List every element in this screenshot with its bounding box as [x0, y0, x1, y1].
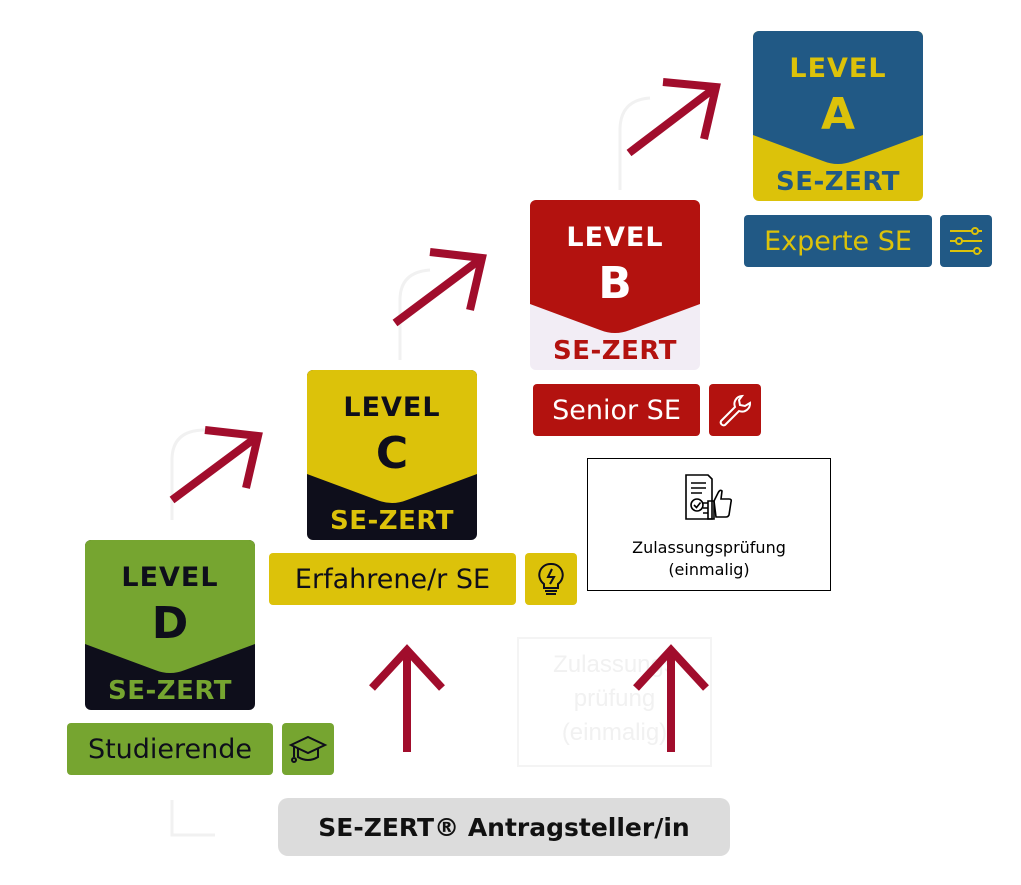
ghost-admission-box: [517, 637, 712, 767]
admission-exam-note: (einmalig): [668, 560, 750, 579]
ghost-arrow-2: [170, 428, 206, 520]
level-b-cert: SE-ZERT: [553, 336, 677, 366]
level-b-shield: [530, 200, 700, 333]
applicant-label-text: SE-ZERT® Antragsteller/in: [318, 812, 690, 842]
role-label-studierende: Studierende: [67, 723, 273, 775]
level-a-shield: [753, 31, 923, 164]
level-c-badge: LEVEL C SE-ZERT: [307, 370, 477, 540]
sliders-icon: [940, 215, 992, 267]
role-label-experte: Experte SE: [744, 215, 932, 267]
arrow-up-right: [633, 644, 709, 752]
arrow-d-to-c: [169, 426, 263, 504]
arrow-b-to-a: [626, 78, 721, 157]
arrow-c-to-b: [392, 248, 487, 327]
role-label-studierende-text: Studierende: [87, 733, 253, 765]
level-a-label: LEVEL: [789, 53, 887, 84]
level-d-cert: SE-ZERT: [108, 676, 232, 706]
level-b-badge: LEVEL B SE-ZERT: [530, 200, 700, 370]
role-label-senior: Senior SE: [533, 384, 700, 436]
level-c-label: LEVEL: [343, 392, 441, 423]
role-label-senior-text: Senior SE: [552, 394, 681, 426]
admission-exam-box: Zulassungsprüfung (einmalig): [587, 458, 831, 591]
lightbulb-icon: [525, 553, 577, 605]
role-label-erfahrene: Erfahrene/r SE: [269, 553, 516, 605]
level-a-cert: SE-ZERT: [776, 167, 900, 197]
level-c-cert: SE-ZERT: [330, 506, 454, 536]
role-label-experte-text: Experte SE: [764, 225, 912, 257]
role-label-erfahrene-text: Erfahrene/r SE: [294, 563, 491, 595]
level-d-letter: D: [151, 598, 189, 649]
admission-exam-title: Zulassungsprüfung: [632, 538, 786, 557]
graduation-cap-icon: [282, 723, 334, 775]
ghost-arrow-4: [618, 96, 651, 190]
level-d-shield: [85, 540, 255, 673]
level-b-letter: B: [598, 258, 632, 309]
arrow-up-left: [369, 644, 445, 752]
level-b-label: LEVEL: [566, 222, 664, 253]
applicant-label: SE-ZERT® Antragsteller/in: [278, 798, 730, 856]
level-d-label: LEVEL: [121, 562, 219, 593]
level-d-badge: LEVEL D SE-ZERT: [85, 540, 255, 710]
wrench-icon: [709, 384, 761, 436]
level-a-badge: LEVEL A SE-ZERT: [753, 31, 923, 201]
level-c-letter: C: [375, 428, 409, 479]
level-a-letter: A: [820, 89, 856, 140]
document-check-thumbs-up-icon: [685, 474, 733, 520]
ghost-admission-text: Zulassungs prüfung (einmalig): [553, 651, 676, 746]
level-c-shield: [307, 370, 477, 503]
ghost-arrow-3: [398, 268, 431, 360]
ghost-arrow-1: [170, 800, 215, 837]
